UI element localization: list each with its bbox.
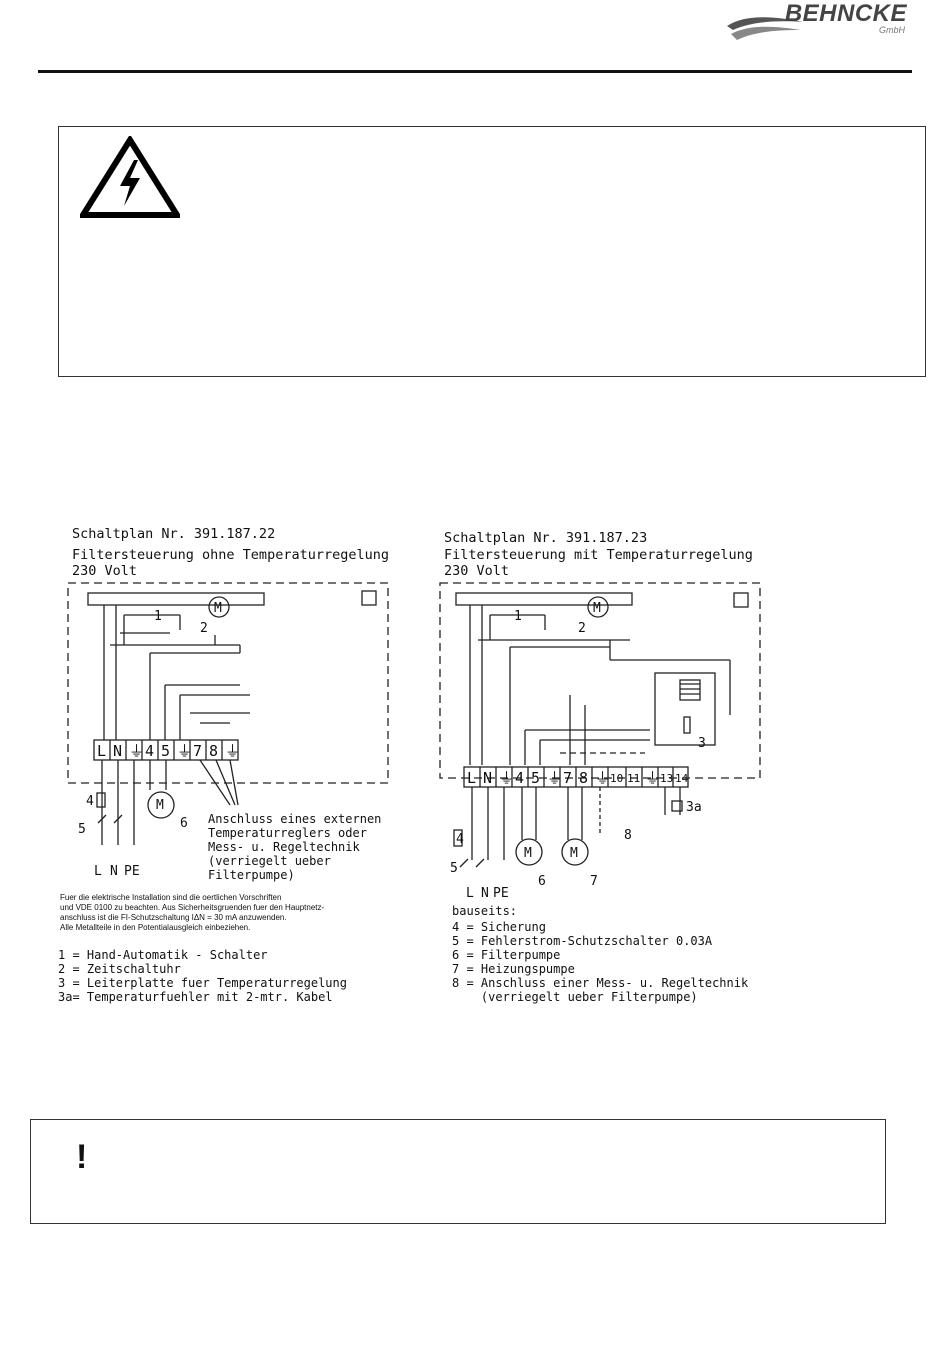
left-annotation: Anschluss eines externen Temperaturregle…: [208, 812, 382, 882]
left-label-1: 1: [154, 609, 162, 624]
right-label-4: 4: [456, 832, 464, 847]
right-legend-item: 7 = Heizungspumpe: [452, 962, 575, 976]
header-rule: [38, 70, 912, 73]
right-label-6: 6: [538, 874, 546, 889]
right-label-3: 3: [698, 736, 706, 751]
svg-text:11: 11: [627, 772, 640, 785]
svg-text:⏚: ⏚: [547, 769, 562, 787]
right-label-heat-motor: M: [570, 846, 578, 861]
high-voltage-warning-icon: [80, 136, 180, 218]
left-legend-item: 2 = Zeitschaltuhr: [58, 962, 181, 976]
svg-text:N: N: [483, 769, 492, 787]
left-label-6: 6: [180, 816, 188, 831]
svg-text:⏚: ⏚: [595, 769, 610, 787]
right-legend: 4 = Sicherung 5 = Fehlerstrom-Schutzscha…: [452, 920, 748, 1004]
right-label-N: N: [481, 886, 489, 900]
right-label-5: 5: [450, 861, 458, 876]
right-label-1: 1: [514, 609, 522, 624]
right-label-L: L: [466, 886, 474, 900]
left-label-timer-motor: M: [214, 601, 222, 616]
right-label-3a: 3a: [686, 800, 702, 815]
left-label-4: 4: [86, 794, 94, 809]
svg-text:⏚: ⏚: [499, 769, 514, 787]
right-legend-item: 8 = Anschluss einer Mess- u. Regeltechni…: [452, 976, 749, 990]
svg-text:4: 4: [515, 769, 524, 787]
right-label-pump-motor: M: [524, 846, 532, 861]
right-diagram-title-2: Filtersteuerung mit Temperaturregelung: [444, 547, 753, 563]
right-label-PE: PE: [493, 886, 509, 900]
svg-text:7: 7: [193, 742, 202, 760]
left-legend-item: 1 = Hand-Automatik - Schalter: [58, 948, 268, 962]
left-label-5: 5: [78, 822, 86, 837]
left-diagram-title-2: Filtersteuerung ohne Temperaturregelung: [72, 547, 389, 563]
left-label-pump-motor: M: [156, 798, 164, 813]
left-legend-item: 3 = Leiterplatte fuer Temperaturregelung: [58, 976, 347, 990]
left-wiring-diagram: L N ⏚ 4 5 ⏚ 7 8 ⏚ 1 2 M M 6 4 5 L N PE: [67, 582, 389, 879]
left-label-PE: PE: [124, 864, 140, 879]
svg-text:⏚: ⏚: [225, 742, 240, 760]
svg-text:13: 13: [660, 772, 673, 785]
right-label-2: 2: [578, 621, 586, 636]
svg-text:4: 4: [145, 742, 154, 760]
right-legend-item: 6 = Filterpumpe: [452, 948, 561, 962]
right-label-timer-motor: M: [593, 601, 601, 616]
brand-name: BEHNCKE: [784, 0, 907, 27]
exclamation-icon: !: [76, 1138, 88, 1176]
svg-text:14: 14: [675, 772, 689, 785]
svg-text:⏚: ⏚: [645, 769, 660, 787]
right-diagram-title-3: 230 Volt: [444, 563, 510, 579]
svg-text:5: 5: [531, 769, 540, 787]
left-label-L: L: [94, 864, 102, 879]
right-legend-item: 4 = Sicherung: [452, 920, 546, 934]
left-legend-item: 3a= Temperaturfuehler mit 2-mtr. Kabel: [58, 990, 333, 1004]
svg-text:N: N: [113, 742, 122, 760]
svg-text:⏚: ⏚: [177, 742, 192, 760]
svg-text:8: 8: [209, 742, 218, 760]
right-legend-item: (verriegelt ueber Filterpumpe): [452, 990, 698, 1004]
svg-text:8: 8: [579, 769, 588, 787]
svg-text:7: 7: [563, 769, 572, 787]
left-diagram-title-1: Schaltplan Nr. 391.187.22: [72, 526, 276, 542]
left-legend: 1 = Hand-Automatik - Schalter 2 = Zeitsc…: [58, 948, 347, 1004]
brand-suffix: GmbH: [878, 25, 905, 35]
left-diagram-title-3: 230 Volt: [72, 563, 138, 579]
svg-text:L: L: [467, 769, 476, 787]
left-label-N: N: [110, 864, 118, 879]
svg-text:5: 5: [161, 742, 170, 760]
left-install-note: Fuer die elektrische Installation sind d…: [60, 893, 325, 932]
note-box: [30, 1119, 886, 1224]
right-wiring-diagram: L N ⏚ 4 5 ⏚ 7 8 ⏚ 10 11 ⏚ 13 14 1 2 M 3 …: [439, 582, 761, 900]
right-label-7: 7: [590, 874, 598, 889]
svg-text:⏚: ⏚: [129, 742, 144, 760]
company-logo: BEHNCKE GmbH: [725, 0, 915, 48]
right-legend-item: 5 = Fehlerstrom-Schutzschalter 0.03A: [452, 934, 713, 948]
right-bauseits-heading: bauseits:: [452, 904, 518, 918]
logo-swoosh: [727, 17, 803, 40]
right-label-8: 8: [624, 828, 632, 843]
left-label-2: 2: [200, 621, 208, 636]
electrical-warning-box: [58, 126, 926, 377]
svg-text:10: 10: [610, 772, 623, 785]
svg-text:L: L: [97, 742, 106, 760]
right-diagram-title-1: Schaltplan Nr. 391.187.23: [444, 530, 648, 546]
